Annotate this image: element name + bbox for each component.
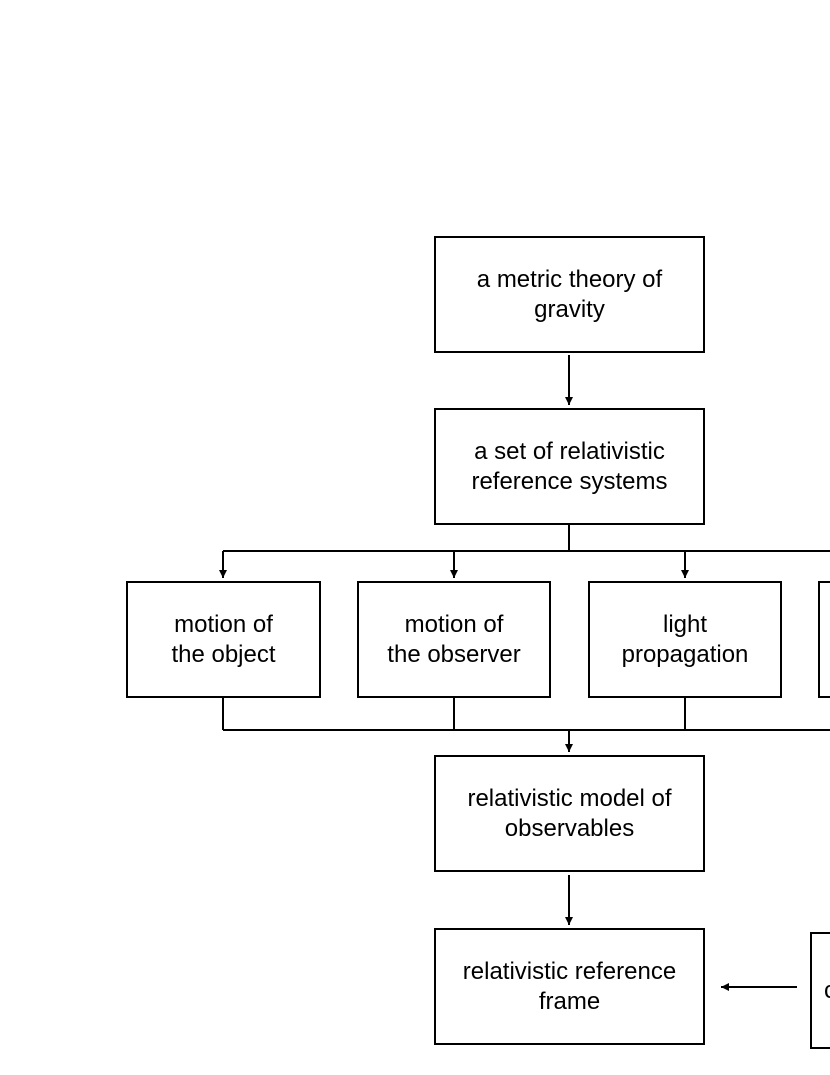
node-offscreen-right-bottom: c bbox=[810, 932, 830, 1049]
node-motion-observer: motion of the observer bbox=[357, 581, 551, 698]
node-reference-frame: relativistic reference frame bbox=[434, 928, 705, 1045]
node-light-propagation: light propagation bbox=[588, 581, 782, 698]
node-label: relativistic reference frame bbox=[462, 957, 677, 1015]
node-metric-theory: a metric theory of gravity bbox=[434, 236, 705, 353]
node-model-observables: relativistic model of observables bbox=[434, 755, 705, 872]
node-label: a set of relativistic reference systems bbox=[471, 437, 668, 495]
node-offscreen-right-top bbox=[818, 581, 830, 698]
node-label: motion of the observer bbox=[387, 610, 521, 668]
node-label: light propagation bbox=[621, 610, 749, 668]
node-label: a metric theory of gravity bbox=[476, 265, 663, 323]
node-reference-systems: a set of relativistic reference systems bbox=[434, 408, 705, 525]
node-motion-object: motion of the object bbox=[126, 581, 321, 698]
node-label: relativistic model of observables bbox=[467, 784, 672, 842]
node-label: c bbox=[824, 976, 830, 1006]
node-label: motion of the object bbox=[171, 610, 276, 668]
